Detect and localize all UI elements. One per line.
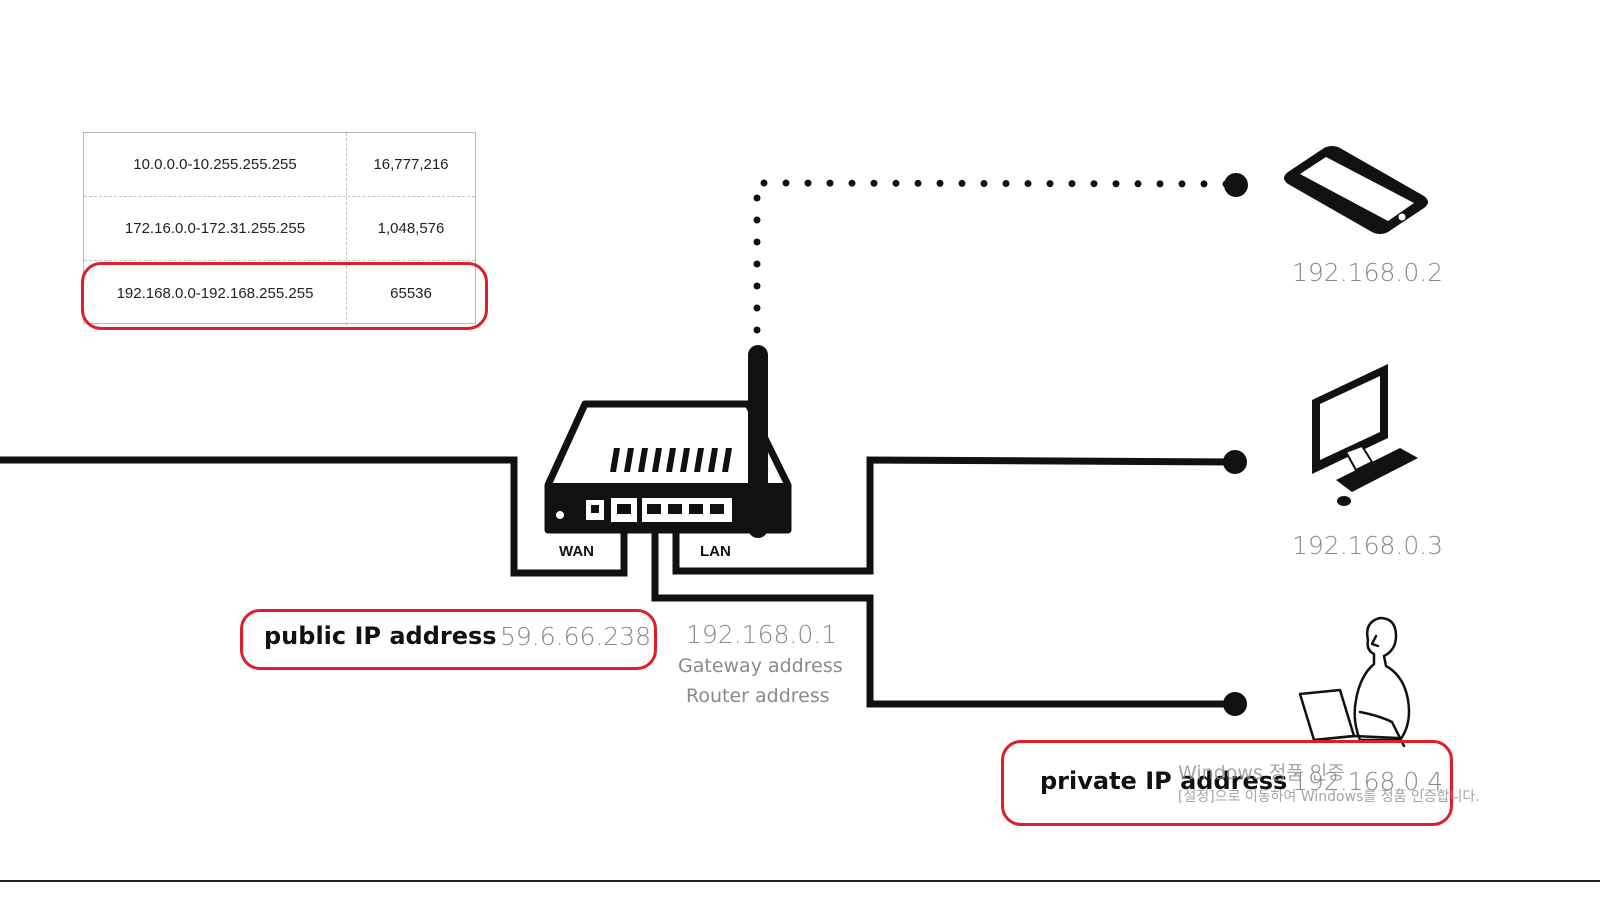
- count-cell: 1,048,576: [377, 220, 445, 237]
- desktop-computer-icon: [1312, 364, 1418, 506]
- bottom-divider: [0, 880, 1600, 882]
- lan-port-label: LAN: [700, 543, 731, 560]
- lan-line-desktop: [672, 456, 1235, 575]
- watermark-subtitle: [설정]으로 이동하여 Windows를 정품 인증합니다.: [1178, 789, 1480, 805]
- router-address-label: Router address: [686, 685, 830, 707]
- gateway-address-label: Gateway address: [678, 655, 843, 677]
- smartphone-icon: [1284, 146, 1428, 234]
- wireless-line-phone: [753, 179, 1238, 334]
- table-row: 172.16.0.0-172.31.255.255 1,048,576: [84, 197, 475, 261]
- range-cell: 172.16.0.0-172.31.255.255: [84, 197, 347, 260]
- endpoint-dot-desktop: [1223, 450, 1247, 474]
- private-ip-label: private IP address: [1040, 767, 1288, 795]
- wan-port-label: WAN: [559, 543, 594, 560]
- person-laptop-icon: [1298, 616, 1411, 748]
- private-ip-range-table: 10.0.0.0-10.255.255.255 16,777,216 172.1…: [83, 132, 476, 325]
- watermark-title: Windows 정품 인증: [1178, 762, 1345, 784]
- lan-line-laptop: [651, 512, 1234, 708]
- table-highlight-box: [81, 262, 488, 330]
- count-cell: 16,777,216: [373, 156, 449, 173]
- range-cell: 192.168.0.0-192.168.255.255: [84, 261, 347, 325]
- windows-activation-watermark: Windows 정품 인증 [설정]으로 이동하여 Windows를 정품 인증…: [1178, 758, 1480, 806]
- range-cell: 10.0.0.0-10.255.255.255: [84, 133, 347, 196]
- desktop-ip-value: 192.168.0.3: [1292, 531, 1444, 560]
- laptop-ip-value: 192.168.0.4: [1292, 767, 1444, 796]
- private-ip-highlight-box: [1001, 740, 1453, 826]
- table-row: 10.0.0.0-10.255.255.255 16,777,216: [84, 133, 475, 197]
- endpoint-dot-phone: [1224, 173, 1248, 197]
- public-ip-highlight-box: [240, 609, 657, 670]
- router-ip-value: 192.168.0.1: [686, 620, 838, 649]
- endpoint-dot-laptop: [1223, 692, 1247, 716]
- count-cell: 65536: [390, 284, 432, 302]
- wan-connection-line: [0, 456, 628, 577]
- table-row: 192.168.0.0-192.168.255.255 65536: [84, 261, 475, 325]
- router-icon: [544, 345, 792, 538]
- public-ip-value: 59.6.66.238: [500, 622, 652, 651]
- phone-ip-value: 192.168.0.2: [1292, 258, 1444, 287]
- public-ip-label: public IP address: [264, 622, 497, 650]
